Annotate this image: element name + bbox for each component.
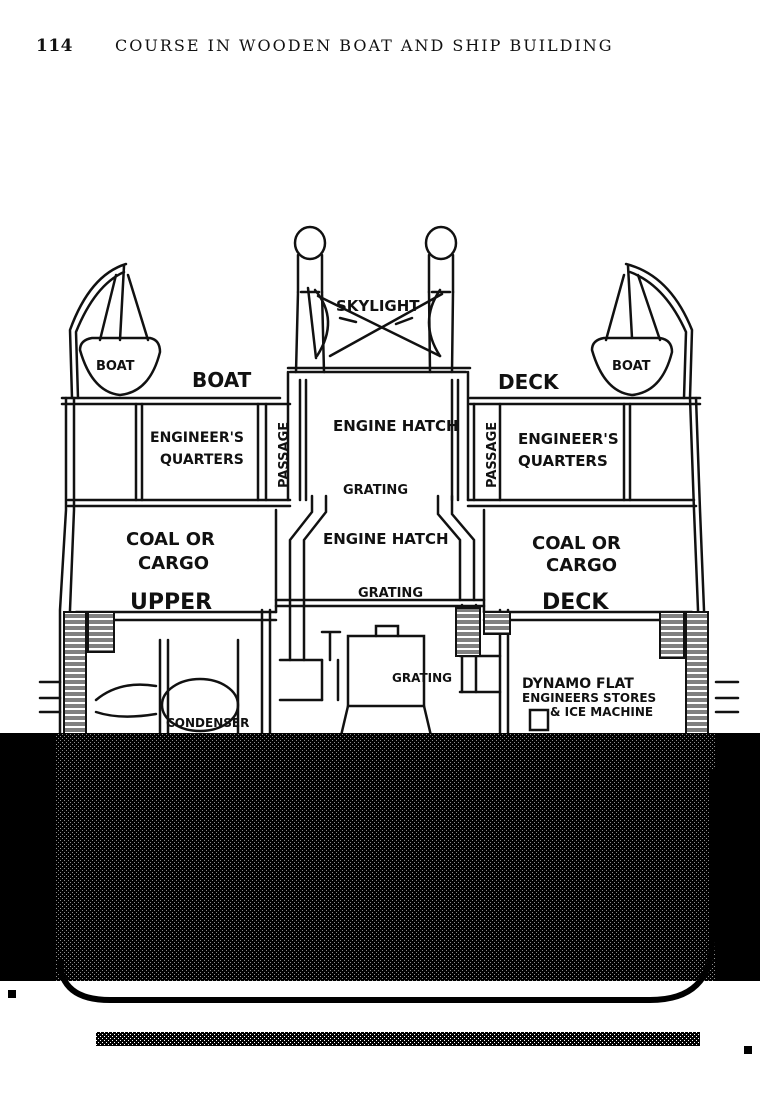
page-header: 114 COURSE IN WOODEN BOAT AND SHIP BUILD…	[0, 36, 760, 60]
label-eng-quarters-right-2: QUARTERS	[518, 452, 608, 470]
label-upper-deck-2: DECK	[542, 590, 609, 615]
label-coal-right-2: CARGO	[546, 555, 617, 576]
label-dynamo-1: DYNAMO FLAT	[522, 676, 634, 692]
label-upper-deck-1: UPPER	[130, 590, 212, 615]
label-passage-left: PASSAGE	[277, 422, 292, 488]
label-coal-left-2: CARGO	[138, 553, 209, 574]
page-number: 114	[36, 36, 73, 56]
label-eng-quarters-left-1: ENGINEER'S	[150, 430, 244, 446]
hull-side-left	[58, 396, 68, 762]
label-boat-deck-2: DECK	[498, 370, 560, 394]
label-engine-hatch-upper: ENGINE HATCH	[333, 417, 459, 435]
label-engine-hatch-lower: ENGINE HATCH	[323, 530, 449, 548]
label-boat-deck-1: BOAT	[192, 368, 252, 392]
label-boat-left: BOAT	[96, 359, 135, 374]
boat-deck-line	[60, 370, 702, 400]
label-grating-1: GRATING	[343, 483, 408, 498]
label-eng-quarters-left-2: QUARTERS	[160, 452, 244, 468]
label-condenser: CONDENSER	[166, 716, 249, 730]
label-grating-2: GRATING	[358, 586, 423, 601]
ventilator-right	[424, 225, 458, 374]
skylight	[306, 286, 444, 360]
label-eng-quarters-right-1: ENGINEER'S	[518, 430, 619, 448]
running-title: COURSE IN WOODEN BOAT AND SHIP BUILDING	[115, 36, 614, 55]
label-coal-left-1: COAL OR	[126, 529, 215, 550]
label-coal-right-1: COAL OR	[532, 533, 621, 554]
label-dynamo-3: & ICE MACHINE	[550, 705, 653, 719]
label-skylight: SKYLIGHT	[336, 297, 420, 315]
lifeboat-right	[590, 262, 694, 400]
lifeboat-left	[68, 262, 162, 400]
label-dynamo-2: ENGINEERS STORES	[522, 691, 656, 705]
scan-artifact-block	[0, 733, 760, 1054]
label-boat-right: BOAT	[612, 359, 651, 374]
label-grating-3: GRATING	[392, 671, 452, 685]
label-passage-right: PASSAGE	[485, 422, 500, 488]
ventilator-left	[293, 225, 327, 374]
